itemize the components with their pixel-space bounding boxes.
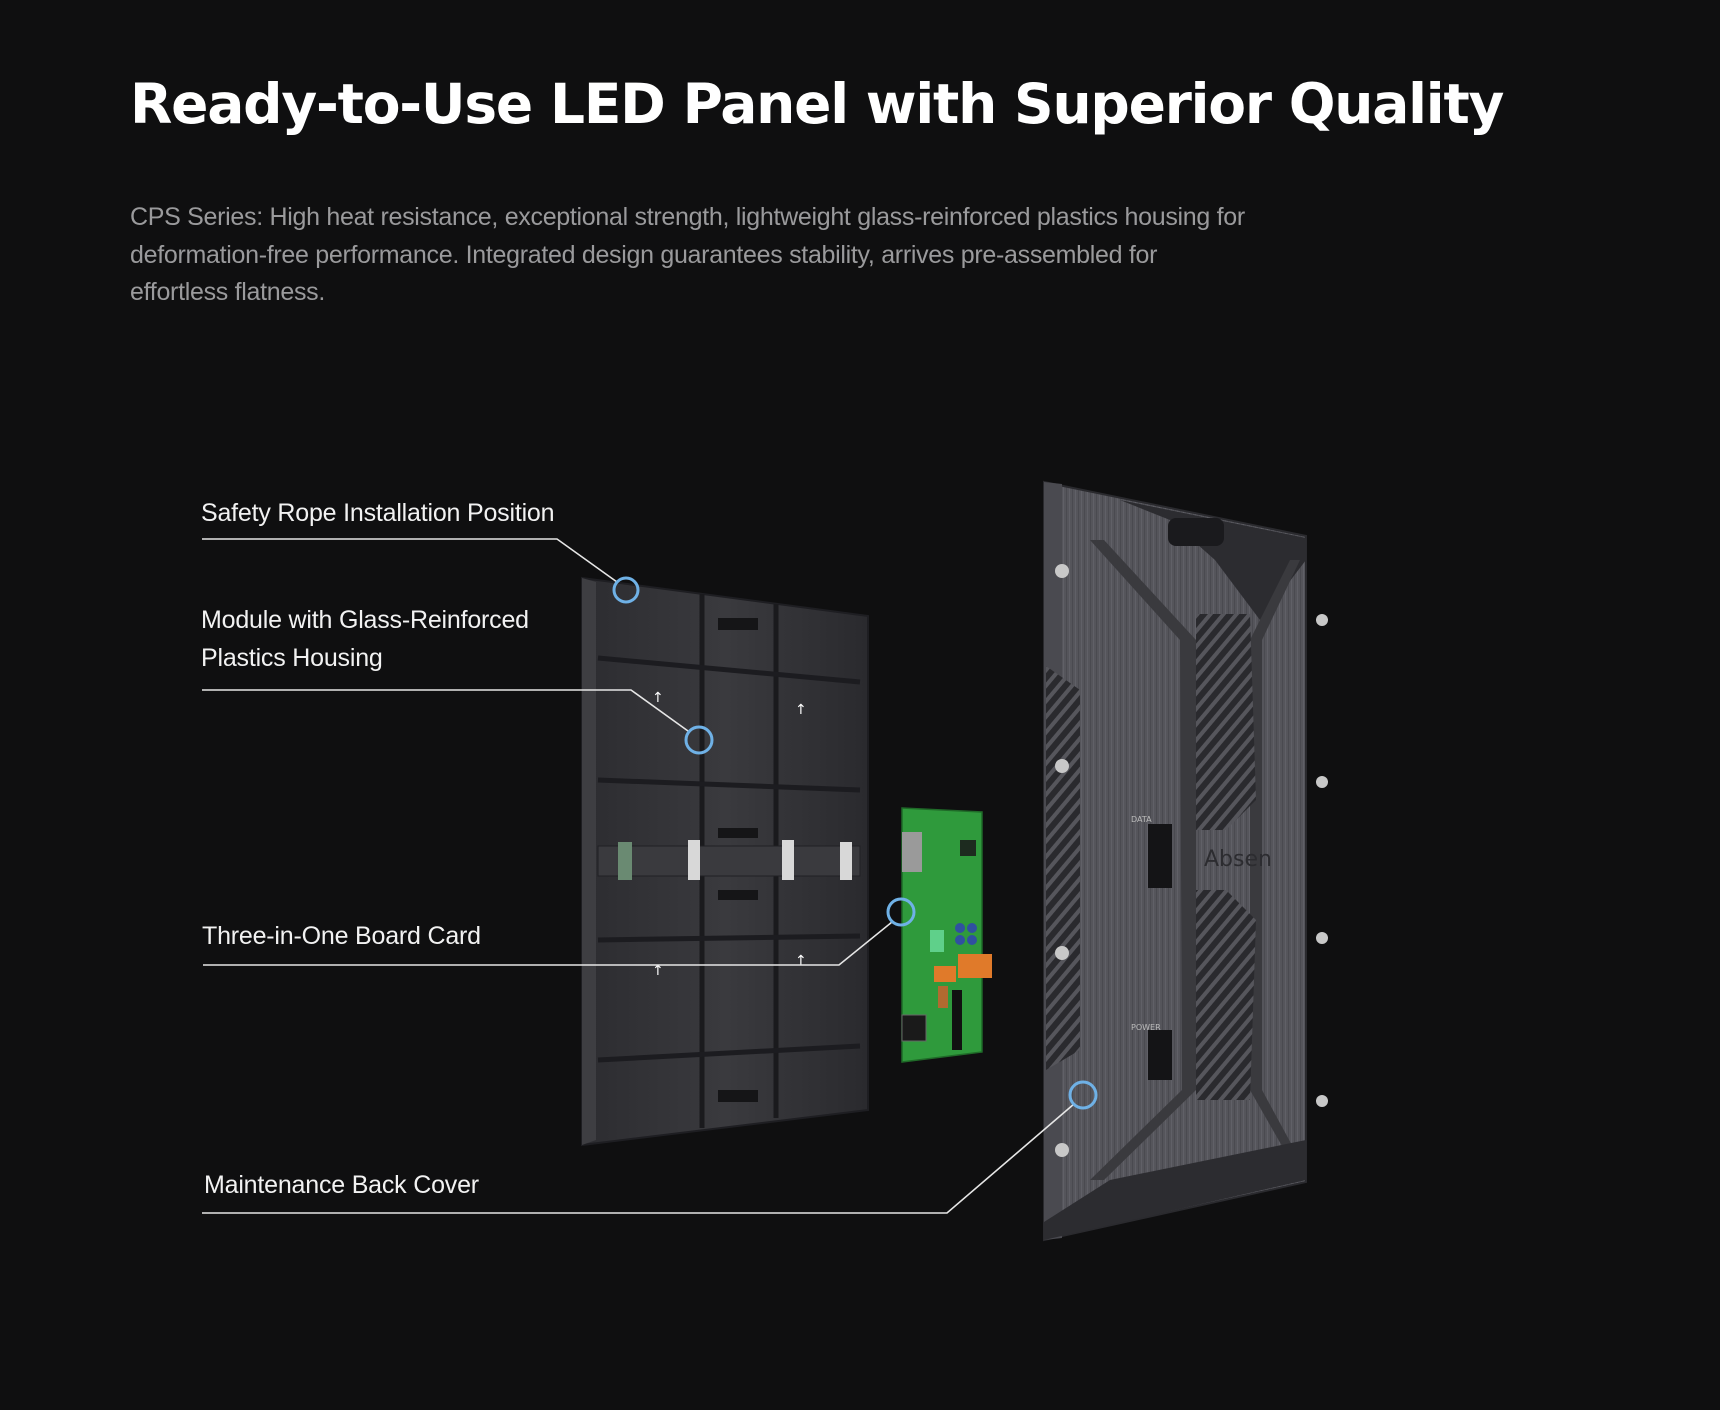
callout-label-module: Module with Glass-Reinforced Plastics Ho… [201,606,529,672]
product-description: CPS Series: High heat resistance, except… [130,199,1330,312]
power-port-label: POWER [1131,1023,1161,1032]
svg-text:↑: ↑ [795,702,807,718]
svg-text:↑: ↑ [652,690,664,706]
three-in-one-board [901,807,992,1063]
page-title: Ready-to-Use LED Panel with Superior Qua… [130,72,1504,136]
callout-line-module [202,689,689,732]
brand-mark: Absen [1204,847,1272,872]
data-port-label: DATA [1131,815,1152,824]
led-module: ↑ ↑ ↑ ↑ [581,576,869,1147]
ring-board-card [886,897,916,927]
ring-module [684,725,714,755]
description-line: deformation-free performance. Integrated… [130,240,1158,269]
description-line: CPS Series: High heat resistance, except… [130,203,1245,231]
callout-label-safety-rope: Safety Rope Installation Position [201,499,555,527]
svg-text:↑: ↑ [795,953,807,969]
cabinet-back-cover: Absen DATA POWER [1043,480,1328,1242]
description-line: effortless flatness. [130,278,326,306]
ring-back-cover [1068,1080,1098,1110]
svg-text:↑: ↑ [652,963,664,979]
callout-label-back-cover: Maintenance Back Cover [204,1171,479,1199]
callout-line-board-card [203,921,893,966]
callout-label-board-card: Three-in-One Board Card [202,922,481,950]
callout-line-safety-rope [202,538,618,583]
ring-safety-rope [612,576,640,604]
callout-line-back-cover [202,1103,1075,1214]
